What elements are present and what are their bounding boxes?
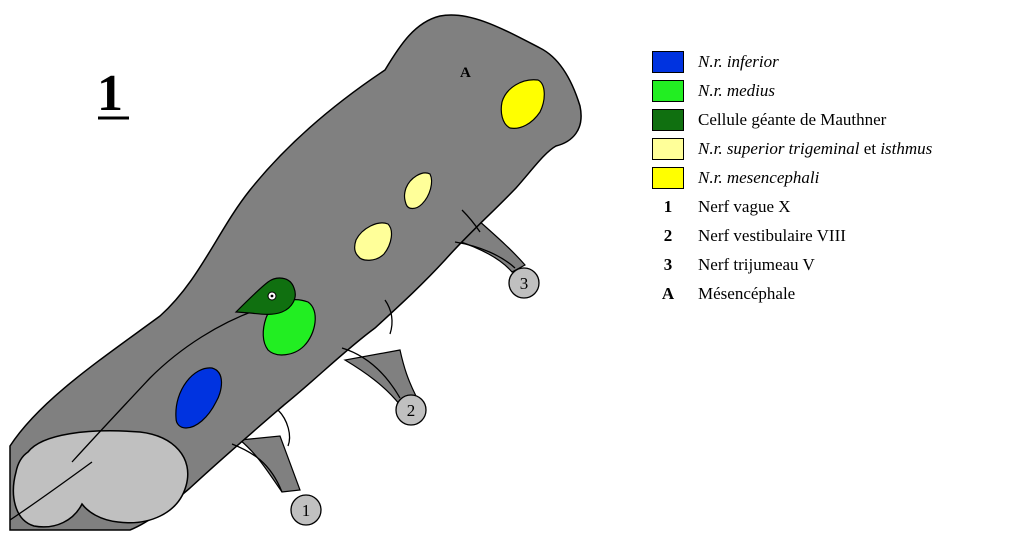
legend-keys: 1 Nerf vague X 2 Nerf vestibulaire VIII 3 Ner… (648, 192, 1018, 308)
legend-item-label-part: isthmus (880, 138, 933, 158)
nerve-marker-2 (395, 394, 427, 426)
mauthner-nucleolus (270, 294, 274, 298)
legend-key-symbol: A (661, 283, 675, 303)
tract-lines (9, 209, 516, 521)
legend-item: N.r. inferior (648, 47, 1018, 76)
mauthner-cell (234, 277, 296, 315)
nerve-root-3 (453, 219, 526, 273)
legend-key-symbol: 3 (663, 254, 673, 274)
nuclei (175, 79, 545, 429)
legend-item-label: N.r. inferior (698, 52, 779, 72)
legend-key-item: 3 Nerf trijumeau V (648, 250, 1018, 279)
legend-item: N.r. mesencephali (648, 163, 1018, 192)
nerve-3-branch (461, 209, 481, 233)
legend-key-item: 1 Nerf vague X (648, 192, 1018, 221)
nerve-1-branch (277, 409, 291, 447)
legend-item: Cellule géante de Mauthner (648, 105, 1018, 134)
nerve-2-branch (384, 299, 393, 335)
legend-item-label-part: N.r. mesencephali (698, 167, 820, 187)
nucleus-inferior (175, 367, 223, 429)
nerve-3-line (454, 241, 516, 269)
figure-number: 1 (97, 65, 123, 122)
legend-item: N.r. superior trigeminal et isthmus (648, 134, 1018, 163)
nerve-root-1 (238, 435, 301, 493)
fiber-line-lower (9, 461, 93, 521)
legend-item-label: N.r. mesencephali (698, 168, 819, 188)
legend-key-label: Nerf vestibulaire VIII (698, 225, 846, 245)
legend-item-label-part: et (859, 138, 881, 158)
nucleus-superior-trigeminal-isthmus-upper (403, 172, 433, 210)
legend-key-symbol: 2 (663, 225, 673, 245)
nucleus-mesencephali (500, 79, 545, 129)
nerve-markers: 1 2 3 (290, 267, 540, 526)
legend-key-item: A Mésencéphale (648, 279, 1018, 308)
legend-item-label: N.r. superior trigeminal et isthmus (698, 139, 932, 159)
cut-surface (12, 430, 189, 528)
nerve-marker-1-label: 1 (302, 501, 311, 520)
legend-item: N.r. medius (648, 76, 1018, 105)
nerve-marker-2-label: 2 (407, 401, 416, 420)
mauthner-axon-line (71, 307, 263, 463)
legend-color-swatch (652, 166, 684, 189)
nerve-roots (238, 219, 526, 493)
legend-item-label-part: Cellule géante de Mauthner (698, 109, 887, 129)
legend-item-label: N.r. medius (698, 81, 775, 101)
nerve-1-line (231, 443, 283, 493)
legend-color-swatch (652, 137, 684, 160)
brain-body (9, 14, 582, 531)
nucleus-superior-trigeminal-isthmus-lower (354, 222, 393, 261)
legend-color-swatch (652, 50, 684, 73)
legend-key-symbol: 1 (663, 196, 673, 216)
legend-item-label-part: N.r. medius (698, 80, 775, 100)
legend-key-item: 2 Nerf vestibulaire VIII (648, 221, 1018, 250)
region-label-a: A (460, 65, 471, 81)
legend-item-label-part: N.r. inferior (698, 51, 779, 71)
nerve-marker-3-label: 3 (520, 274, 529, 293)
legend-color-swatch (652, 108, 684, 131)
legend-key-label: Mésencéphale (698, 283, 796, 303)
nerve-2-line (341, 347, 401, 399)
legend-item-label: Cellule géante de Mauthner (698, 110, 886, 130)
legend-key-label: Nerf trijumeau V (698, 254, 815, 274)
legend-item-label-part: N.r. superior trigeminal (698, 138, 860, 158)
legend-color-swatch (652, 79, 684, 102)
nerve-marker-3 (508, 267, 540, 299)
nerve-marker-1 (290, 494, 322, 526)
legend-key-label: Nerf vague X (698, 196, 791, 216)
